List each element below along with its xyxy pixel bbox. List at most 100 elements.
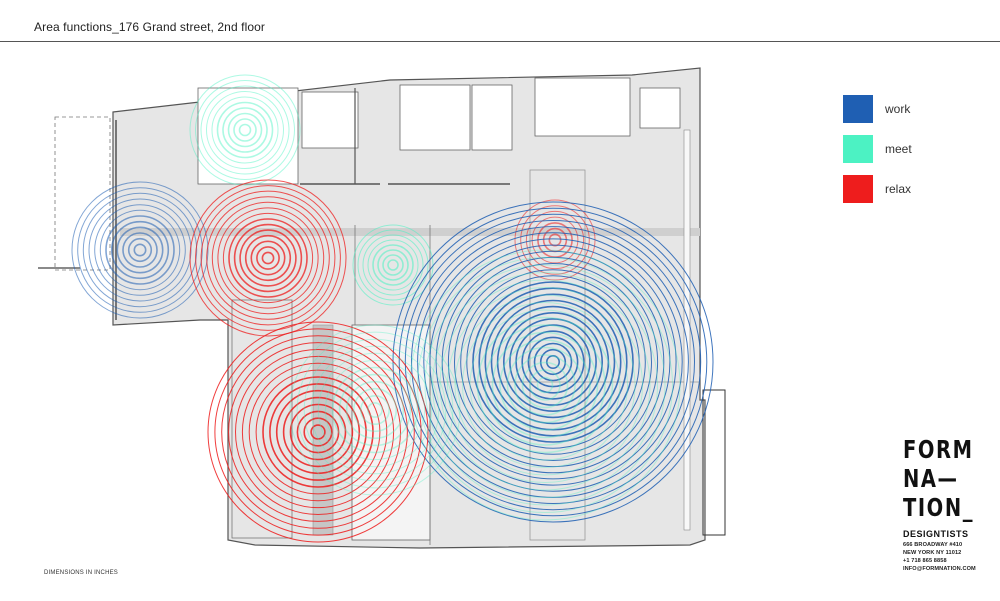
zone-meet — [409, 249, 681, 521]
zone-ring — [238, 123, 252, 137]
zone-ring — [447, 256, 659, 468]
zone-ring — [239, 229, 297, 287]
zone-ring — [484, 293, 622, 431]
phone-line: +1 718 865 8858 — [903, 558, 947, 564]
zone-ring — [367, 402, 383, 418]
room-bath-2 — [471, 84, 513, 151]
legend-label-meet: meet — [885, 142, 912, 156]
zone-ring — [536, 376, 554, 394]
floor-plan — [38, 67, 726, 549]
zone-ring — [331, 366, 419, 454]
legend-swatch-work — [843, 95, 873, 123]
zone-ring — [241, 355, 395, 509]
zone-ring — [432, 272, 658, 498]
room-stair — [534, 77, 631, 137]
zone-ring — [338, 373, 412, 447]
legend-item-relax: relax — [843, 175, 983, 205]
zone-ring — [357, 229, 429, 301]
address-line: 666 BROADWAY #410 — [903, 542, 963, 548]
zone-ring — [529, 369, 561, 401]
zone-ring — [122, 232, 158, 268]
corridor — [120, 228, 700, 236]
zone-ring — [88, 198, 192, 302]
title-divider — [0, 41, 1000, 42]
zone-ring — [377, 249, 409, 281]
zone-ring — [206, 196, 330, 320]
zone-ring — [392, 201, 714, 523]
zone-ring — [195, 80, 295, 180]
logo-line-1: FORM — [903, 435, 974, 464]
zone-ring — [77, 187, 203, 313]
zone-ring — [441, 250, 665, 474]
zone-ring — [387, 259, 399, 271]
zone-ring — [227, 112, 263, 148]
zone-ring — [310, 345, 440, 475]
zone-ring — [539, 348, 567, 376]
zone-ring — [105, 215, 175, 285]
room-elevator — [639, 87, 681, 129]
zone-ring — [527, 336, 579, 388]
zone-ring — [502, 311, 603, 412]
zone-ring — [404, 213, 702, 511]
zone-ring — [352, 387, 398, 433]
brand-name: DESIGNTISTS — [903, 529, 969, 539]
zone-ring — [466, 275, 640, 449]
zone-ring — [235, 349, 401, 515]
zone-ring — [275, 389, 361, 475]
zone-ring — [303, 338, 447, 482]
zone-ring — [496, 305, 610, 419]
zone-ring — [255, 369, 381, 495]
zone-ring — [359, 394, 390, 425]
zone-ring — [303, 417, 333, 447]
zone-ring — [317, 352, 433, 468]
zone-ring — [345, 380, 405, 440]
zone-ring — [439, 279, 651, 491]
legend-label-work: work — [885, 102, 911, 116]
zone-relax — [189, 179, 347, 337]
zone-ring — [116, 226, 164, 274]
zone-ring — [484, 324, 606, 446]
zone-meet — [352, 224, 434, 306]
zone-meet — [289, 324, 461, 496]
zone-ring — [460, 269, 646, 455]
zone-ring — [352, 224, 434, 306]
zone-ring — [490, 299, 616, 425]
zone-ring — [233, 118, 257, 142]
zone-ring — [71, 181, 209, 319]
zone-ring — [269, 383, 367, 481]
dimensions-note: DIMENSIONS IN INCHES — [44, 570, 119, 576]
zone-ring — [222, 212, 314, 304]
zone-ring — [82, 192, 198, 308]
legend-item-work: work — [843, 95, 983, 125]
zone-ring — [424, 264, 666, 506]
zone-ring — [429, 238, 677, 486]
legend-swatch-relax — [843, 175, 873, 203]
zone-ring — [372, 244, 414, 286]
zone-meet — [189, 74, 301, 186]
logo-line-3: TION_ — [903, 493, 975, 522]
zone-ring — [217, 207, 319, 309]
zone-ring — [491, 331, 599, 439]
zone-ring — [228, 342, 408, 522]
zone-ring — [533, 342, 573, 382]
zone-ring — [289, 324, 461, 496]
zone-ring — [256, 246, 280, 270]
zone-ring — [110, 220, 170, 280]
room-bath-1 — [399, 84, 471, 151]
zone-ring — [233, 223, 303, 293]
legend-swatch-meet — [843, 135, 873, 163]
zone-ring — [206, 91, 284, 169]
zone-ring — [398, 207, 708, 517]
zone-work — [392, 201, 714, 523]
zone-ring — [250, 240, 286, 276]
zone-ring — [462, 302, 628, 468]
zone-ring — [262, 376, 374, 488]
zone-ring — [525, 210, 585, 270]
zone-ring — [221, 335, 415, 529]
zone-ring — [509, 318, 597, 406]
zone-ring — [382, 254, 404, 276]
zone-ring — [545, 354, 560, 369]
zone-ring — [499, 339, 591, 431]
address-block: 666 BROADWAY #410 NEW YORK NY 11012 +1 7… — [903, 541, 999, 573]
window-strip — [683, 129, 691, 531]
